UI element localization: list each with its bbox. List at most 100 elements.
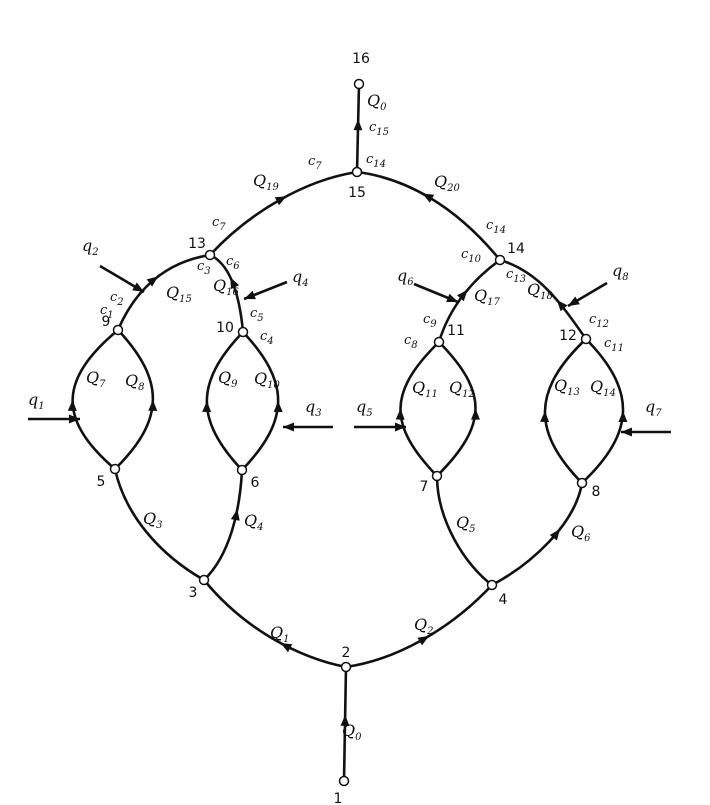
node-label-5: 5 [97,474,106,490]
inflow-label-q1: q1 [28,390,45,412]
constant-label-c7b: c7 [308,154,322,172]
edges [28,83,671,782]
edge-4-8 [491,482,584,587]
edge-8-12-right [581,338,625,484]
node-7 [431,470,443,482]
node-label-9: 9 [102,314,111,330]
flow-label-q4: Q4 [244,511,264,533]
inflow-label-q3: q3 [305,397,322,419]
edge-13-15 [209,170,358,256]
node-label-16: 16 [352,51,370,67]
flow-label-q15: Q15 [166,283,192,305]
edge-3-6-arrow [230,509,240,521]
edge-9-13-arrow [146,276,159,287]
flow-label-q9: Q9 [218,368,238,390]
flow-label-q1: Q1 [270,623,290,645]
edge-3-6 [203,469,244,581]
flow-label-q0b: Q0 [367,91,387,113]
inflow-label-q2: q2 [82,236,99,258]
edge-8-12-left [543,338,587,484]
constant-label-c14a: c14 [486,218,506,236]
node-label-13: 13 [188,236,206,252]
node-label-15: 15 [348,185,366,201]
edge-8-12-left-arrow [540,411,550,423]
inflow-arrow-q7-head [621,427,632,437]
edge-7-11-right-arrow [471,408,480,420]
flow-label-q18: Q18 [527,280,553,302]
node-label-4: 4 [499,592,508,608]
flow-label-q13: Q13 [554,376,580,398]
inflow-arrow-q8-head [568,296,580,306]
node-4 [486,579,498,591]
inflow-arrow-q5-head [395,422,406,432]
inflow-arrow-q2-head [132,282,144,292]
flow-label-q2: Q2 [414,615,434,637]
inflow-arrow-q4-head [244,290,256,300]
edge-2-3 [202,579,347,669]
edge-2-3-arrow [280,643,293,653]
node-12 [580,333,592,345]
edge-14-15 [356,170,502,261]
flow-label-q17: Q17 [474,286,500,308]
edge-6-10-right [241,331,280,471]
constant-label-c15: c15 [369,120,389,138]
node-8 [576,477,588,489]
constant-label-c6: c6 [226,254,240,272]
edge-7-11-left-arrow [395,408,405,420]
node-label-1: 1 [334,791,343,805]
flow-label-q19: Q19 [253,171,279,193]
node-14 [494,254,506,266]
edge-4-7 [435,475,493,587]
flow-label-q5: Q5 [456,513,476,535]
edge-6-10-left-arrow [202,401,212,413]
edge-11-14-arrow [457,289,468,302]
inflow-label-q6: q6 [397,266,414,288]
node-9 [112,324,124,336]
constant-label-c9: c9 [423,312,437,330]
edge-6-10-left [205,331,244,471]
node-label-7: 7 [420,479,429,495]
constant-label-c5: c5 [250,306,264,324]
constant-label-c3: c3 [197,259,211,277]
constant-label-c13: c13 [506,267,526,285]
node-label-12: 12 [559,328,577,344]
constant-label-c4: c4 [260,329,274,347]
node-1 [338,775,350,787]
inflow-label-q8: q8 [612,261,629,283]
node-label-10: 10 [216,320,234,336]
constant-label-c12: c12 [589,312,609,330]
flow-label-q20: Q20 [434,172,460,194]
edge-5-9-left-arrow [67,399,77,411]
edge-3-5 [113,468,205,582]
node-10 [237,326,249,338]
inflow-label-q4: q4 [292,267,309,289]
node-label-2: 2 [342,645,351,661]
edge-12-14 [499,258,588,340]
node-3 [198,574,210,586]
edge-7-11-left [399,341,440,477]
node-label-14: 14 [507,241,525,257]
flow-label-q8: Q8 [125,371,145,393]
flow-label-q7: Q7 [86,368,106,390]
edge-12-14-arrow [556,300,568,312]
constant-label-c14b: c14 [366,152,386,170]
constant-label-c7a: c7 [212,215,226,233]
flow-label-q11: Q11 [412,378,438,400]
edge-15-16-arrow [353,119,363,131]
constant-label-c8: c8 [404,333,418,351]
node-label-8: 8 [592,484,601,500]
flow-label-q12: Q12 [449,378,475,400]
edge-2-4-arrow [417,635,430,646]
flow-label-q16: Q16 [213,276,239,298]
flow-label-q0a: Q0 [342,721,362,743]
node-label-6: 6 [251,475,260,491]
edge-5-9-left [71,329,119,470]
flow-label-q6: Q6 [571,522,591,544]
edge-5-9-right [114,329,155,470]
node-label-3: 3 [189,585,198,601]
inflow-arrow-q6-head [446,293,458,302]
flow-label-q3: Q3 [143,509,163,531]
node-6 [236,464,248,476]
